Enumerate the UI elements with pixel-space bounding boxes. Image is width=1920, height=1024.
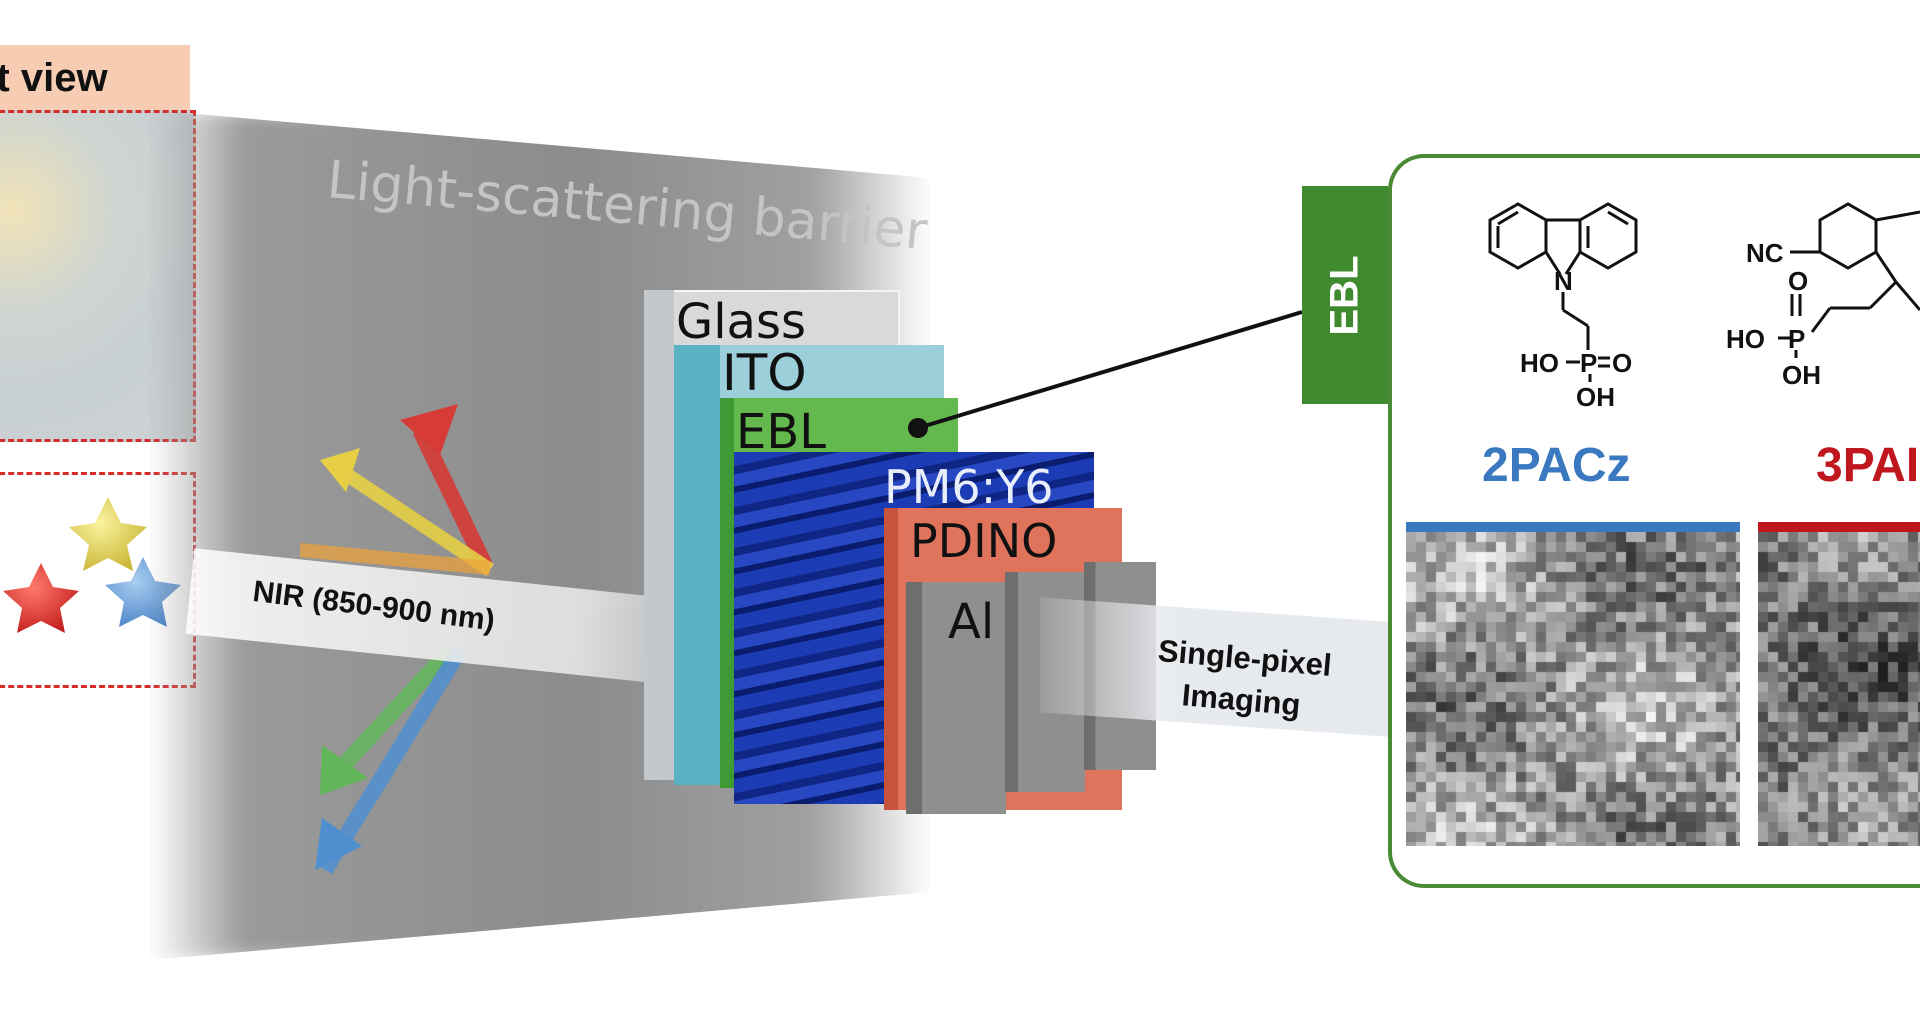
3pai-name: 3PAI <box>1816 439 1920 492</box>
yellow-ray-arrow-icon <box>320 448 494 576</box>
blue-ray-arrow-icon <box>315 645 467 875</box>
2pacz-oh-atom: OH <box>1576 382 1615 412</box>
3pai-morphology-image <box>1758 532 1920 846</box>
al-label: Al <box>948 594 995 650</box>
ebl-tab-label: EBL <box>1322 255 1367 335</box>
afm1-texture <box>1406 532 1740 846</box>
2pacz-n-atom: N <box>1554 266 1573 296</box>
3pai-image-bar <box>1758 522 1920 532</box>
glass-layer-edge <box>644 290 674 780</box>
ito-label: ITO <box>722 344 807 402</box>
3pai-o-atom: O <box>1788 266 1808 296</box>
2pacz-name: 2PACz <box>1482 439 1631 492</box>
ebl-connector <box>908 310 1303 438</box>
ito-layer-edge <box>674 345 720 785</box>
ebl-layer-edge <box>720 398 734 788</box>
al-electrode-1 <box>906 582 1006 814</box>
red-star-icon <box>3 563 79 633</box>
glass-label: Glass <box>676 294 806 350</box>
pm6-y6-label: PM6:Y6 <box>884 460 1054 514</box>
afm2-texture <box>1758 532 1920 846</box>
green-ray-arrow-icon <box>320 644 456 795</box>
yellow-star-icon <box>69 497 147 571</box>
2pacz-morphology-image <box>1406 532 1740 846</box>
red-ray-arrow-icon <box>400 404 493 569</box>
2pacz-ho-atom: HO <box>1520 348 1559 378</box>
2pacz-o-atom: O <box>1612 348 1632 378</box>
2pacz-p-atom: P <box>1580 348 1597 378</box>
3pai-ho-atom: HO <box>1726 324 1765 354</box>
orange-ray <box>300 543 491 575</box>
ebl-tab-text: EBL <box>1302 186 1388 404</box>
3pai-oh-atom: OH <box>1782 360 1821 390</box>
scattered-rays <box>300 404 494 875</box>
connector-dot-icon <box>908 418 928 438</box>
ebl-tab <box>1302 186 1388 404</box>
pdino-label: PDINO <box>910 514 1058 568</box>
single-pixel-label: Single-pixel Imaging <box>1153 630 1334 729</box>
2pacz-structure: N HO P O OH <box>1488 202 1638 412</box>
3pai-p-atom: P <box>1788 324 1805 354</box>
3pai-nc-atom: NC <box>1746 238 1784 268</box>
front-view-header: nt view <box>0 45 190 111</box>
front-view-title: nt view <box>0 56 108 100</box>
3pai-structure: NC O HO P OH <box>1726 202 1920 390</box>
ebl-layer-label: EBL <box>736 404 826 460</box>
2pacz-image-bar <box>1406 522 1740 532</box>
